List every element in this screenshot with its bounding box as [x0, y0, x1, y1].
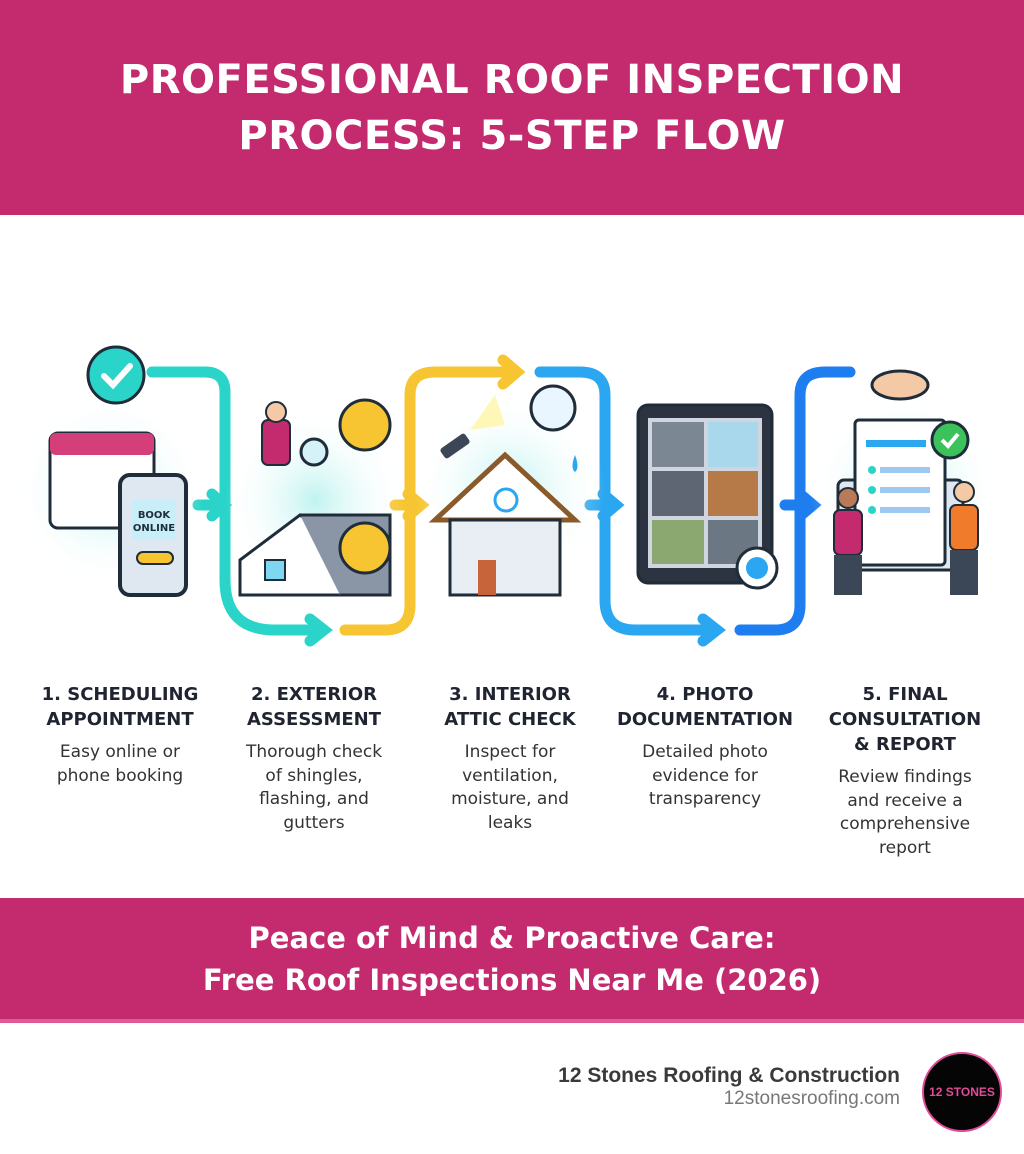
company-logo: 12 STONES: [922, 1052, 1002, 1132]
svg-text:BOOK: BOOK: [138, 510, 172, 521]
attic-flashlight-icon: [415, 384, 605, 597]
svg-text:ONLINE: ONLINE: [133, 523, 175, 534]
tablet-photos-icon: [636, 403, 779, 590]
footer: 12 Stones Roofing & Construction 12stone…: [558, 1064, 900, 1110]
step-5: 5. FINAL CONSULTATION & REPORT Review fi…: [805, 682, 1005, 860]
tagline-banner: Peace of Mind & Proactive Care: Free Roof…: [0, 898, 1024, 1023]
company-name: 12 Stones Roofing & Construction: [558, 1064, 900, 1087]
step-description: Detailed photo evidence for transparency: [642, 742, 768, 809]
step-4: 4. PHOTO DOCUMENTATION Detailed photo ev…: [605, 682, 805, 812]
process-flow-illustration: BOOK ONLINE: [15, 345, 1000, 647]
step-3: 3. INTERIOR ATTIC CHECK Inspect for vent…: [410, 682, 610, 835]
connector-1: [146, 366, 326, 636]
step-description: Inspect for ventilation, moisture, and l…: [451, 742, 569, 833]
handshake-report-icon: [810, 369, 1000, 595]
roofer-magnifier-icon: [225, 398, 405, 597]
logo-text: 12 STONES: [929, 1085, 995, 1099]
step-description: Thorough check of shingles, flashing, an…: [245, 742, 383, 833]
step-2: 2. EXTERIOR ASSESSMENT Thorough check of…: [214, 682, 414, 835]
step-title: 4. PHOTO DOCUMENTATION: [616, 684, 794, 730]
step-title: 1. SCHEDULING APPOINTMENT: [41, 684, 199, 730]
page-title: PROFESSIONAL ROOF INSPECTION PROCESS: 5-…: [119, 56, 905, 159]
arrow-4: [779, 488, 822, 522]
step-title: 2. EXTERIOR ASSESSMENT: [246, 684, 381, 730]
step-1: 1. SCHEDULING APPOINTMENT Easy online or…: [20, 682, 220, 788]
company-url[interactable]: 12stonesroofing.com: [723, 1088, 900, 1109]
step-title: 5. FINAL CONSULTATION & REPORT: [828, 684, 982, 755]
tagline-line-2: Free Roof Inspections Near Me (2026): [202, 962, 822, 997]
step-title: 3. INTERIOR ATTIC CHECK: [444, 684, 576, 730]
tagline-line-1: Peace of Mind & Proactive Care:: [248, 920, 776, 955]
header-banner: PROFESSIONAL ROOF INSPECTION PROCESS: 5-…: [0, 0, 1024, 215]
step-description: Review findings and receive a comprehens…: [838, 767, 972, 858]
steps-list: 1. SCHEDULING APPOINTMENT Easy online or…: [0, 682, 1024, 882]
calendar-phone-icon: BOOK ONLINE: [15, 345, 205, 597]
step-description: Easy online or phone booking: [56, 742, 184, 786]
